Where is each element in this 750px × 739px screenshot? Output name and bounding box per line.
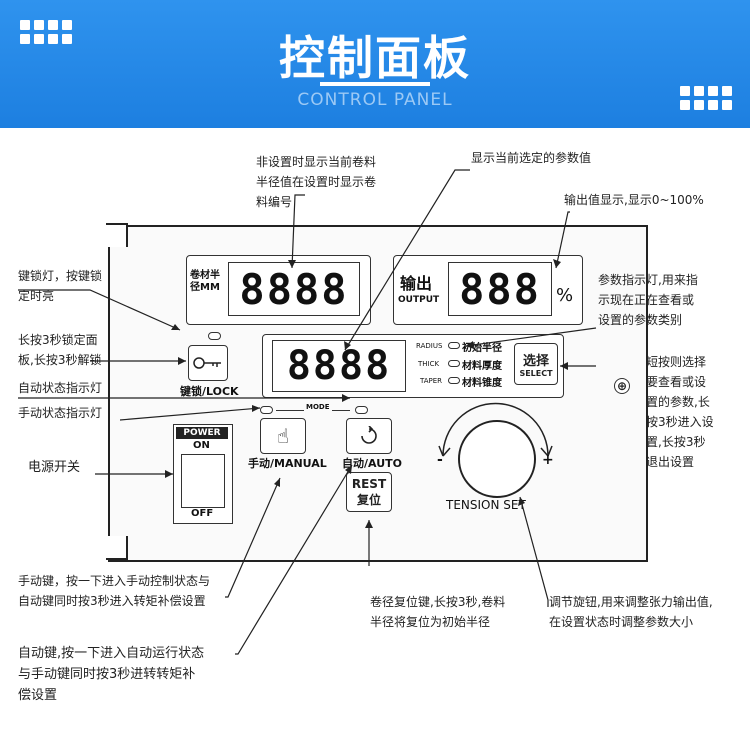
power-label: POWER xyxy=(176,427,228,439)
power-on-label: ON xyxy=(193,440,210,451)
tension-knob[interactable] xyxy=(458,420,536,498)
thick-cn: 材料厚度 xyxy=(462,361,502,372)
lock-led-note: 键锁灯，按键锁 定时亮 xyxy=(18,269,103,303)
dots-decoration-left xyxy=(20,20,72,44)
select-button-cn: 选择 xyxy=(522,354,549,369)
param-led-note: 参数指示灯,用来指 示现在正在查看或 设置的参数类别 xyxy=(598,273,698,327)
tension-plus: + xyxy=(542,452,554,468)
radius-led xyxy=(448,342,460,349)
mount-bracket-top xyxy=(106,223,128,247)
thick-tag: THICK xyxy=(418,360,440,368)
output-unit: % xyxy=(556,285,574,306)
page-title: 控制面板 xyxy=(279,31,471,85)
radius-label: 卷材半径MM xyxy=(190,270,220,293)
auto-led xyxy=(355,406,368,414)
auto-button[interactable] xyxy=(346,418,392,454)
param-note: 显示当前选定的参数值 xyxy=(471,151,592,165)
manual-led-note: 手动状态指示灯 xyxy=(18,406,103,420)
select-button-en: SELECT xyxy=(519,369,553,378)
screw-icon: ⊕ xyxy=(614,378,630,394)
taper-led xyxy=(448,377,460,384)
auto-led-note: 自动状态指示灯 xyxy=(18,381,103,395)
rest-button-en: REST xyxy=(351,476,387,491)
output-note: 输出值显示,显示0~100% xyxy=(564,193,704,207)
lock-led xyxy=(208,332,221,340)
taper-tag: TAPER xyxy=(420,377,443,385)
rest-button-cn: 复位 xyxy=(356,492,381,507)
radius-cn: 初始半径 xyxy=(462,343,502,354)
page-subtitle: CONTROL PANEL xyxy=(297,90,453,110)
power-off-label: OFF xyxy=(191,508,214,519)
title-underline xyxy=(320,82,430,86)
knob-note: 调节旋钮,用来调整张力输出值, 在设置状态时调整参数大小 xyxy=(549,595,713,629)
rest-button[interactable]: REST 复位 xyxy=(346,472,392,512)
mount-bracket-bottom xyxy=(106,536,128,560)
radius-note: 非设置时显示当前卷料 半径值在设置时显示卷 料编号 xyxy=(256,155,377,209)
dots-decoration-right xyxy=(680,86,732,110)
select-button[interactable]: 选择 SELECT xyxy=(514,343,558,385)
radius-tag: RADIUS xyxy=(416,342,443,350)
radius-display: 8888 xyxy=(228,262,360,316)
refresh-icon xyxy=(361,426,377,444)
lock-label: 键锁/LOCK xyxy=(180,385,239,398)
output-label-cn: 输出 xyxy=(400,274,433,293)
param-display: 8888 xyxy=(272,340,406,392)
tension-minus: - xyxy=(437,452,443,468)
manual-button[interactable]: ☝ xyxy=(260,418,306,454)
tension-label: TENSION SET xyxy=(446,498,526,512)
thick-led xyxy=(448,360,460,367)
manual-label: 手动/MANUAL xyxy=(248,457,327,470)
auto-button-note: 自动键,按一下进入自动运行状态 与手动键同时按3秒进转转矩补 偿设置 xyxy=(18,646,205,703)
output-display: 888 xyxy=(448,262,552,316)
key-icon xyxy=(193,357,221,369)
output-label-en: OUTPUT xyxy=(398,295,440,305)
select-note: 短按则选择 要查看或设 置的参数,长 按3秒进入设 置,长按3秒 退出设置 xyxy=(646,355,714,469)
header-banner: 控制面板 CONTROL PANEL xyxy=(0,0,750,128)
lock-button[interactable] xyxy=(188,345,228,381)
manual-button-note: 手动键，按一下进入手动控制状态与 自动键同时按3秒进入转矩补偿设置 xyxy=(18,574,211,608)
taper-cn: 材料锥度 xyxy=(462,378,502,389)
hand-icon: ☝ xyxy=(276,424,290,448)
power-note: 电源开关 xyxy=(28,460,81,475)
lock-button-note: 长按3秒锁定面 板,长按3秒解锁 xyxy=(18,333,102,367)
rest-note: 卷径复位键,长按3秒,卷料 半径将复位为初始半径 xyxy=(370,595,506,629)
mode-label: MODE xyxy=(304,403,332,411)
auto-label: 自动/AUTO xyxy=(342,457,402,470)
manual-led xyxy=(260,406,273,414)
power-switch[interactable] xyxy=(181,454,225,508)
